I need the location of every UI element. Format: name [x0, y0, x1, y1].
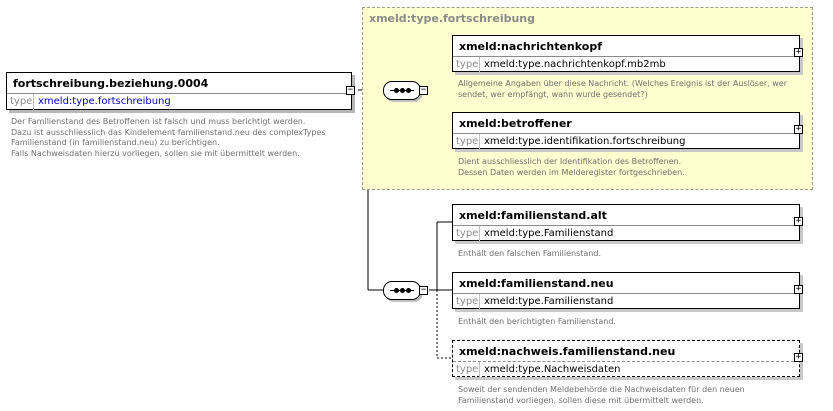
type-value: xmeld:type.Familienstand	[484, 296, 614, 307]
node-divider	[453, 56, 799, 57]
element-familienstand-alt[interactable]: xmeld:familienstand.alt type xmeld:type.…	[452, 204, 800, 242]
sequence-collapse-icon[interactable]: −	[419, 85, 428, 95]
root-collapse-icon[interactable]: −	[346, 85, 355, 95]
expand-icon[interactable]: +	[794, 352, 803, 362]
doc-line: Familienstand (in familienstand.neu) zu …	[11, 138, 220, 147]
element-name: xmeld:familienstand.neu	[459, 277, 614, 290]
root-element-box[interactable]: fortschreibung.beziehung.0004 type xmeld…	[6, 72, 352, 110]
node-divider	[453, 133, 799, 134]
element-name: xmeld:nachrichtenkopf	[459, 40, 602, 53]
doc-line: Dazu ist ausschliesslich das Kindelement…	[11, 127, 326, 137]
doc-line: Familienstand vorliegen, sollen diese mi…	[458, 395, 704, 405]
type-label: type	[453, 226, 480, 242]
doc-line: Der Familienstand des Betroffenen ist fa…	[11, 117, 306, 126]
type-group-title: xmeld:type.fortschreibung	[369, 12, 535, 25]
root-element-name: fortschreibung.beziehung.0004	[13, 77, 209, 90]
node-divider	[453, 361, 799, 362]
expand-icon[interactable]: +	[794, 47, 803, 57]
type-value: xmeld:type.nachrichtenkopf.mb2mb	[484, 59, 666, 70]
type-label: type	[453, 134, 480, 150]
doc-line: Dient ausschliesslich der Identifikation…	[458, 157, 682, 166]
sequence-dot	[406, 88, 411, 93]
element-nachrichtenkopf[interactable]: xmeld:nachrichtenkopf type xmeld:type.na…	[452, 35, 800, 73]
element-familienstand-neu[interactable]: xmeld:familienstand.neu type xmeld:type.…	[452, 272, 800, 310]
node-divider	[453, 293, 799, 294]
expand-icon[interactable]: +	[794, 124, 803, 134]
element-name: xmeld:betroffener	[459, 117, 572, 130]
type-label: type	[453, 57, 480, 73]
type-label: type	[453, 294, 480, 310]
sequence-dot	[394, 288, 399, 293]
root-type-label: type	[7, 94, 34, 110]
sequence-dot	[406, 288, 411, 293]
element-documentation: Enthält den falschen Familienstand.	[458, 249, 601, 260]
expand-icon[interactable]: +	[794, 216, 803, 226]
type-value: xmeld:type.identifikation.fortschreibung	[484, 136, 686, 147]
doc-line: Enthält den berichtigten Familienstand.	[458, 317, 616, 326]
element-nachweis-familienstand-neu[interactable]: xmeld:nachweis.familienstand.neu type xm…	[452, 340, 800, 378]
node-divider	[7, 93, 351, 94]
root-type-link[interactable]: xmeld:type.fortschreibung	[38, 96, 171, 107]
doc-line: Allgemeine Angaben über diese Nachricht.…	[458, 79, 787, 88]
doc-line: sendet, wer empfängt, wann wurde gesende…	[458, 89, 648, 99]
sequence-compositor-icon[interactable]	[383, 281, 421, 300]
element-documentation: Enthält den berichtigten Familienstand.	[458, 317, 616, 328]
element-documentation: Dient ausschliesslich der Identifikation…	[458, 157, 685, 178]
doc-line: Dessen Daten werden im Melderegister for…	[458, 167, 685, 177]
element-name: xmeld:familienstand.alt	[459, 209, 607, 222]
doc-line: Falls Nachweisdaten hierzu vorliegen, so…	[11, 148, 300, 158]
type-label: type	[453, 362, 480, 378]
sequence-compositor-icon[interactable]	[383, 81, 421, 100]
doc-line: Enthält den falschen Familienstand.	[458, 249, 601, 258]
element-betroffener[interactable]: xmeld:betroffener type xmeld:type.identi…	[452, 112, 800, 150]
type-value: xmeld:type.Nachweisdaten	[484, 364, 621, 375]
doc-line: Soweit der sendenden Meldebehörde die Na…	[458, 385, 745, 394]
sequence-dot	[400, 88, 405, 93]
element-name: xmeld:nachweis.familienstand.neu	[459, 345, 676, 358]
element-documentation: Soweit der sendenden Meldebehörde die Na…	[458, 385, 745, 406]
sequence-dot	[400, 288, 405, 293]
root-documentation: Der Familienstand des Betroffenen ist fa…	[11, 117, 326, 159]
sequence-dot	[394, 88, 399, 93]
sequence-collapse-icon[interactable]: −	[419, 285, 428, 295]
expand-icon[interactable]: +	[794, 284, 803, 294]
node-divider	[453, 225, 799, 226]
type-value: xmeld:type.Familienstand	[484, 228, 614, 239]
element-documentation: Allgemeine Angaben über diese Nachricht.…	[458, 79, 787, 100]
